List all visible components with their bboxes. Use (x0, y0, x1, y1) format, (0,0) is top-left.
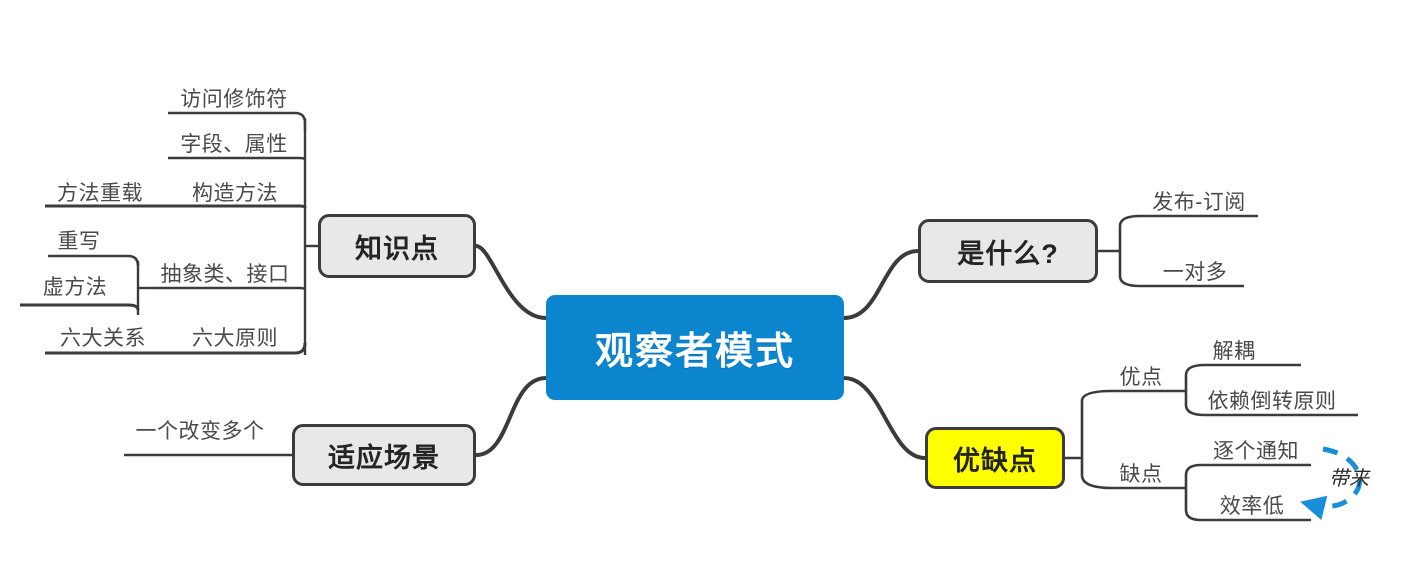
edge-abstract-virtual (20, 303, 140, 311)
relation-label-causes-text: 带来 (1329, 468, 1369, 490)
leaf-node-notify-one-by-one-label: 逐个通知 (1213, 440, 1299, 463)
root-node-label: 观察者模式 (594, 331, 795, 373)
branch-node-scenario[interactable]: 适应场景 (292, 424, 476, 486)
leaf-node-one-changes-many[interactable]: 一个改变多个 (124, 415, 276, 445)
leaf-node-six-principles[interactable]: 六大原则 (180, 323, 290, 351)
leaf-node-pros-label: 优点 (1119, 366, 1163, 389)
branch-node-scenario-label: 适应场景 (328, 442, 440, 473)
leaf-node-access-modifier[interactable]: 访问修饰符 (168, 83, 300, 113)
leaf-node-six-principles-label: 六大原则 (192, 327, 278, 350)
leaf-node-method-overload-label: 方法重载 (57, 182, 143, 205)
leaf-node-publish-subscribe-label: 发布-订阅 (1152, 191, 1246, 214)
relation-label-causes[interactable]: 带来 (1329, 462, 1369, 491)
leaf-node-method-overload[interactable]: 方法重载 (45, 178, 155, 206)
edge-knowledge-field (168, 156, 307, 161)
leaf-node-cons[interactable]: 缺点 (1112, 458, 1170, 488)
branch-node-proscons-label: 优缺点 (953, 445, 1037, 476)
edge-root-to-scenario (475, 376, 547, 457)
leaf-node-notify-one-by-one[interactable]: 逐个通知 (1201, 435, 1311, 465)
edge-abstract-override (48, 254, 140, 267)
leaf-node-pros[interactable]: 优点 (1112, 361, 1170, 391)
edge-root-to-what (843, 249, 919, 320)
leaf-node-virtual-method-label: 虚方法 (42, 276, 108, 299)
branch-node-what[interactable]: 是什么? (918, 219, 1098, 283)
leaf-node-field-property[interactable]: 字段、属性 (168, 128, 300, 158)
branch-node-knowledge-label: 知识点 (355, 233, 439, 264)
leaf-node-override-label: 重写 (57, 230, 101, 253)
leaf-node-decoupling[interactable]: 解耦 (1205, 335, 1263, 365)
bracket-what (1118, 214, 1141, 288)
leaf-node-override[interactable]: 重写 (48, 225, 110, 255)
leaf-node-field-property-label: 字段、属性 (180, 133, 288, 156)
branch-node-knowledge[interactable]: 知识点 (318, 214, 476, 278)
leaf-node-one-to-many-label: 一对多 (1162, 261, 1228, 284)
leaf-node-access-modifier-label: 访问修饰符 (180, 88, 288, 111)
leaf-node-low-efficiency[interactable]: 效率低 (1207, 490, 1297, 520)
root-node[interactable]: 观察者模式 (546, 295, 844, 400)
leaf-node-one-to-many[interactable]: 一对多 (1150, 256, 1240, 286)
leaf-node-virtual-method[interactable]: 虚方法 (30, 271, 120, 301)
leaf-node-low-efficiency-label: 效率低 (1219, 495, 1285, 518)
leaf-node-abstract-interface-label: 抽象类、接口 (160, 263, 290, 286)
leaf-node-cons-label: 缺点 (1119, 463, 1163, 486)
leaf-node-one-changes-many-label: 一个改变多个 (135, 420, 265, 443)
leaf-node-decoupling-label: 解耦 (1212, 340, 1256, 363)
leaf-node-six-relations-label: 六大关系 (60, 327, 146, 350)
bracket-proscons (1080, 389, 1113, 490)
leaf-node-dependency-inversion[interactable]: 依赖倒转原则 (1196, 385, 1348, 415)
leaf-node-dependency-inversion-label: 依赖倒转原则 (1207, 390, 1337, 413)
leaf-node-abstract-interface[interactable]: 抽象类、接口 (152, 258, 298, 288)
edge-root-to-knowledge (475, 244, 547, 320)
leaf-node-constructor[interactable]: 构造方法 (180, 178, 290, 206)
leaf-node-constructor-label: 构造方法 (192, 182, 278, 205)
edge-root-to-proscons (843, 376, 926, 460)
bracket-cons (1184, 463, 1202, 522)
branch-node-what-label: 是什么? (957, 238, 1059, 269)
leaf-node-six-relations[interactable]: 六大关系 (48, 323, 158, 351)
branch-node-proscons[interactable]: 优缺点 (925, 427, 1065, 489)
leaf-node-publish-subscribe[interactable]: 发布-订阅 (1140, 186, 1258, 216)
edge-knowledge-abstract (152, 286, 307, 291)
